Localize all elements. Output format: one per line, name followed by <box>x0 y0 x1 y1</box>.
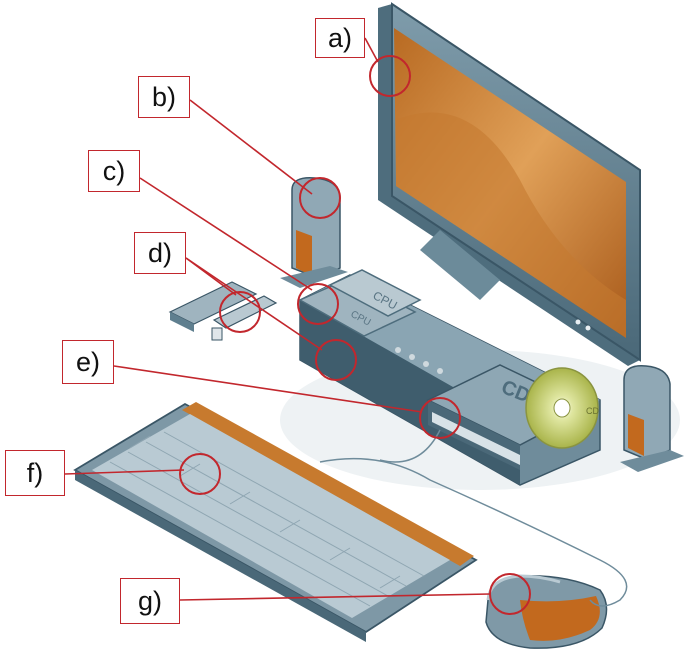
label-e: e) <box>62 340 114 384</box>
cd-disc-label: CD <box>586 406 599 416</box>
label-d: d) <box>134 232 186 274</box>
callout-line-b <box>190 100 312 194</box>
callout-line-a <box>365 38 378 62</box>
label-g: g) <box>120 578 180 624</box>
label-f: f) <box>5 450 65 496</box>
mouse <box>486 576 607 648</box>
label-c: c) <box>88 150 140 192</box>
speaker-left <box>280 178 348 288</box>
label-a: a) <box>315 18 365 58</box>
cd-disc: CD <box>526 368 599 448</box>
label-b: b) <box>138 76 190 118</box>
